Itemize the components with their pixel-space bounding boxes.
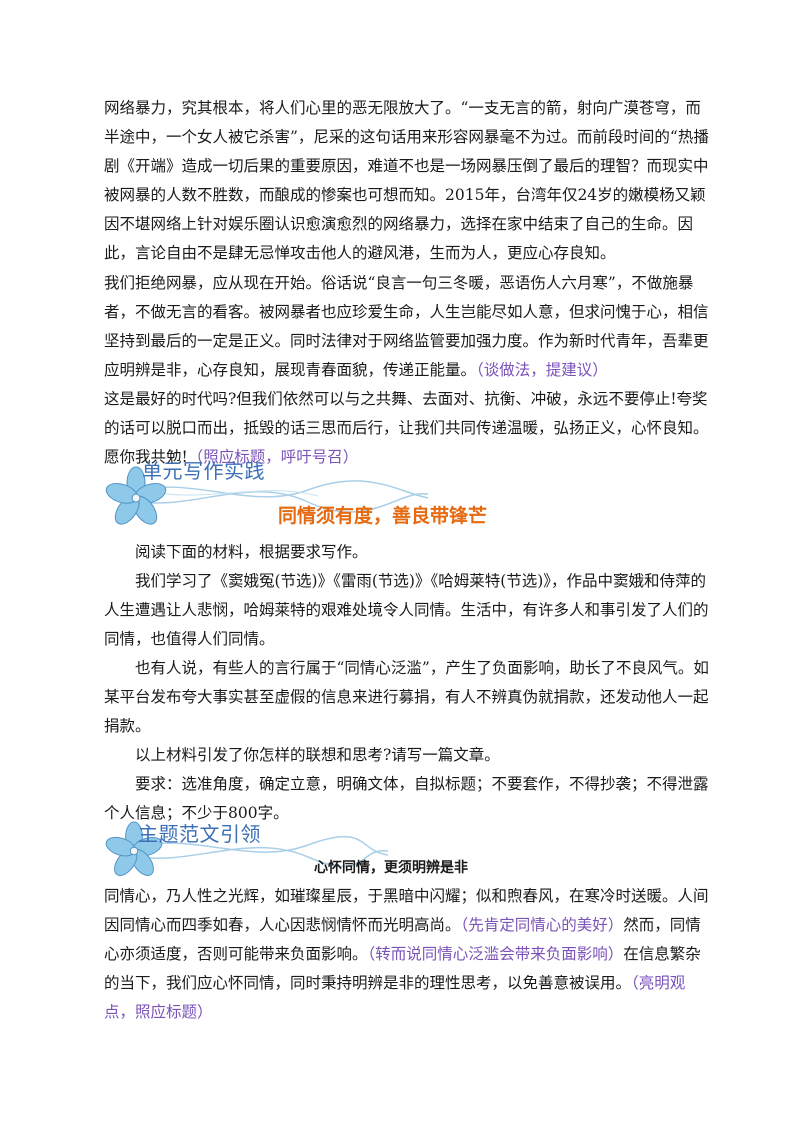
prompt-paragraph-3: 也有人说，有些人的言行属于“同情心泛滥”，产生了负面影响，助长了不良风气。如某平… bbox=[104, 659, 709, 735]
essay-title: 心怀同情，更须明辨是非 bbox=[314, 860, 468, 876]
margin-note: （谈做法，提建议） bbox=[476, 361, 608, 379]
section-title: 主题范文引领 bbox=[138, 822, 261, 846]
paragraph-text: 我们拒绝网暴，应从现在开始。俗话说“良言一句三冬暖，恶语伤人六月寒”，不做施暴者… bbox=[104, 274, 709, 379]
margin-note: （照应标题，呼吁号召） bbox=[187, 448, 359, 466]
prompt-paragraph-2: 我们学习了《窦娥冤(节选)》《雷雨(节选)》《哈姆莱特(节选)》，作品中窦娥和侍… bbox=[104, 572, 709, 648]
intro-paragraph-2: 我们拒绝网暴，应从现在开始。俗话说“良言一句三冬暖，恶语伤人六月寒”，不做施暴者… bbox=[104, 269, 709, 385]
section-banner-writing-practice: 单元写作实践 同情须有度，善良带锋芒 bbox=[98, 452, 538, 532]
flower-icon bbox=[105, 821, 163, 876]
wave-decoration bbox=[127, 835, 389, 868]
prompt-paragraph-1: 阅读下面的材料，根据要求写作。 bbox=[135, 543, 368, 561]
paragraph-text: 这是最好的时代吗?但我们依然可以与之共舞、去面对、抗衡、冲破，永远不要停止!夸奖… bbox=[104, 390, 709, 466]
prompt-paragraph-4: 以上材料引发了你怎样的联想和思考?请写一篇文章。 bbox=[135, 746, 500, 764]
essay-text: 然而，同情心亦须适度，否则可能带来负面影响。 bbox=[104, 916, 701, 963]
paragraph-text: 网络暴力，究其根本，将人们心里的恶无限放大了。“一支无言的箭，射向广漠苍穹，而半… bbox=[104, 99, 709, 262]
essay-paragraph: 同情心，乃人性之光辉，如璀璨星辰，于黑暗中闪耀；似和煦春风，在寒冷时送暖。人间因… bbox=[104, 882, 709, 1027]
essay-text: 在信息繁杂的当下，我们应心怀同情，同时秉持明辨是非的理性思考，以免善意被误用。 bbox=[104, 945, 701, 992]
flower-icon bbox=[105, 466, 167, 525]
intro-paragraph-1: 网络暴力，究其根本，将人们心里的恶无限放大了。“一支无言的箭，射向广漠苍穹，而半… bbox=[104, 94, 709, 268]
essay-text: 同情心，乃人性之光辉，如璀璨星辰，于黑暗中闪耀；似和煦春风，在寒冷时送暖。人间因… bbox=[104, 887, 709, 934]
section-title: 单元写作实践 bbox=[142, 459, 265, 483]
intro-paragraph-3: 这是最好的时代吗?但我们依然可以与之共舞、去面对、抗衡、冲破，永远不要停止!夸奖… bbox=[104, 385, 709, 472]
section-banner-model-essay: 主题范文引领 bbox=[98, 815, 538, 895]
margin-note: （先肯定同情心的美好） bbox=[460, 916, 624, 934]
section-subtitle: 同情须有度，善良带锋芒 bbox=[278, 505, 488, 527]
margin-note: （亮明观点，照应标题） bbox=[104, 974, 686, 1021]
margin-note: （转而说同情心泛滥会带来负面影响） bbox=[367, 945, 624, 963]
prompt-paragraph-5: 要求：选准角度，确定立意，明确文体，自拟标题；不要套作，不得抄袭；不得泄露个人信… bbox=[104, 775, 709, 822]
